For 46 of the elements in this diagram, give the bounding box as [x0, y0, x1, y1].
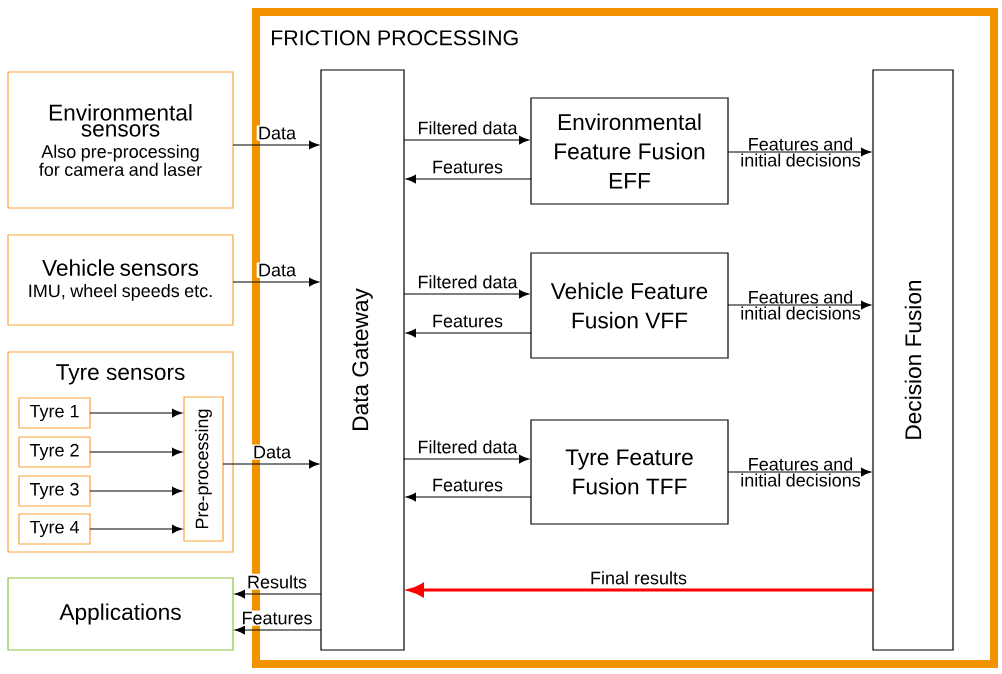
arrow — [405, 328, 532, 338]
arrow — [403, 289, 530, 299]
sensor-box: Vehicle sensors IMU, wheel speeds etc. — [7, 234, 234, 326]
fusion-box: Tyre Feature Fusion TFF — [530, 419, 729, 525]
arrow — [403, 454, 530, 464]
edge-label: Features and initial decisions — [741, 290, 861, 320]
edge-label: Features and initial decisions — [741, 457, 861, 487]
arrow — [89, 447, 183, 457]
arrow — [89, 408, 183, 418]
edge-label: Final results — [588, 569, 689, 586]
arrow — [222, 459, 320, 469]
fusion-box: Environmental Feature Fusion EFF — [530, 97, 729, 205]
edge-label: Features — [240, 610, 314, 626]
edge-label: Results — [245, 573, 309, 590]
tyre-box: Tyre 3 — [18, 475, 91, 507]
edge-label: Features and initial decisions — [741, 137, 861, 167]
arrow — [405, 492, 532, 502]
arrow — [727, 467, 872, 477]
edge-label: Features — [430, 159, 505, 175]
edge-label: Filtered data — [416, 438, 519, 455]
arrow — [89, 524, 183, 534]
arrow — [232, 277, 320, 287]
decision-box: Decision Fusion — [872, 69, 954, 651]
edge-label: Features — [430, 477, 505, 493]
tyre-box: Tyre 4 — [18, 513, 91, 545]
edge-label: Data — [251, 444, 293, 460]
fusion-box: Vehicle Feature Fusion VFF — [530, 252, 729, 359]
arrow — [234, 625, 322, 635]
edge-label: Data — [256, 125, 298, 141]
tyre-box: Tyre 1 — [18, 397, 91, 429]
sensor-box: Environmental sensors Also pre-processing for camera and laser — [7, 71, 234, 209]
arrow — [727, 300, 872, 310]
edge-label: Features — [430, 313, 505, 329]
edge-label: Filtered data — [416, 273, 519, 290]
tyre-box: Tyre 2 — [18, 436, 91, 468]
arrow — [89, 486, 183, 496]
arrow — [403, 135, 530, 145]
arrow — [405, 174, 532, 184]
arrow — [234, 589, 322, 599]
arrow — [232, 140, 320, 150]
application-box: Applications — [7, 577, 234, 651]
edge-label: Data — [256, 262, 298, 278]
edge-label: Filtered data — [416, 119, 519, 136]
arrow — [727, 147, 872, 157]
preprocessing-box: Pre-processing — [183, 396, 224, 542]
gateway-box: Data Gateway — [320, 69, 405, 651]
